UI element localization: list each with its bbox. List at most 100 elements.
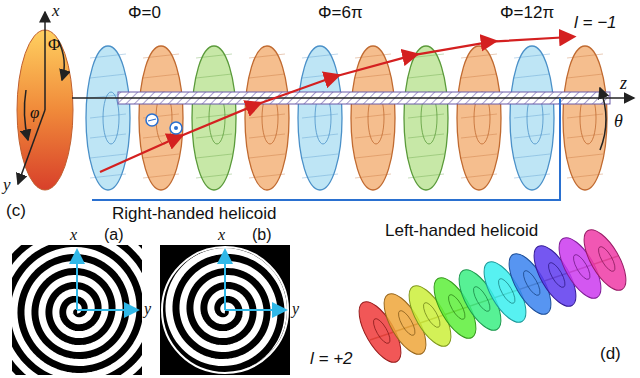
- graphic: [170, 122, 182, 134]
- helicoid-rule: [196, 154, 232, 158]
- helicoid-rule: [408, 74, 444, 78]
- helicoid-turn: [192, 46, 236, 190]
- helicoid-rule: [461, 134, 497, 138]
- helicoid-rule: [355, 134, 391, 138]
- blue-frame: [92, 98, 560, 200]
- axis-label: x: [52, 2, 60, 21]
- panel-title: Left-handed helicoid: [385, 222, 538, 241]
- helicoid-rule: [143, 134, 179, 138]
- helicoid-rule: [355, 114, 391, 118]
- helicoid-rule: [567, 74, 603, 78]
- helicoid-rule: [408, 134, 444, 138]
- helicoid-turn: [298, 46, 342, 190]
- z-axis: [72, 97, 634, 99]
- helicoid-rule: [143, 154, 179, 158]
- helicoid-rule: [90, 114, 126, 118]
- phase-label: Φ=6π: [318, 4, 363, 23]
- helicoid-rule: [196, 174, 232, 178]
- helicoid-rule: [514, 54, 550, 58]
- mode-label: l = +2: [310, 350, 353, 369]
- helicoid-rule: [143, 54, 179, 58]
- helicoid-rule: [514, 154, 550, 158]
- graphic: [146, 114, 158, 126]
- panel-label: (d): [600, 345, 621, 364]
- helicoid-rule: [461, 174, 497, 178]
- helicoid-rule: [249, 154, 285, 158]
- axis-label: y: [292, 300, 299, 318]
- helicoid-rule: [90, 154, 126, 158]
- axis-label: z: [620, 74, 627, 94]
- panel-label: (c): [6, 202, 26, 221]
- helicoid-rule: [302, 154, 338, 158]
- helicoid-turn: [139, 46, 183, 190]
- axis-arrow: [224, 250, 226, 310]
- helicoid-turn: [563, 46, 607, 190]
- helicoid-turn: [245, 46, 289, 190]
- helicoid-rule: [461, 114, 497, 118]
- helicoid-rule: [302, 114, 338, 118]
- angle-label: Φ: [48, 36, 60, 55]
- left-helicoid: [351, 224, 634, 369]
- phase-label: Φ=12π: [500, 4, 554, 23]
- axis-arrow: [225, 309, 286, 311]
- helicoid-rule: [567, 54, 603, 58]
- helicoid-rule: [408, 174, 444, 178]
- spiral-a: [12, 245, 142, 375]
- helicoid-rule: [302, 54, 338, 58]
- helicoid-rule: [249, 174, 285, 178]
- graphic: [24, 90, 28, 140]
- wave-vector: [100, 37, 570, 172]
- helicoid-rule: [567, 154, 603, 158]
- helicoid-rule: [461, 54, 497, 58]
- theta-arrow: [600, 88, 606, 150]
- helicoid-rule: [355, 74, 391, 78]
- helicoid-rule: [196, 134, 232, 138]
- helicoid-rule: [567, 114, 603, 118]
- helicoid-rule: [461, 74, 497, 78]
- mode-label: l = −1: [574, 14, 617, 33]
- panel-label: (a): [104, 226, 124, 244]
- helicoid-rule: [514, 114, 550, 118]
- helicoid-rule: [355, 154, 391, 158]
- helicoid-rule: [355, 54, 391, 58]
- axis-label: x: [218, 226, 225, 244]
- spiral-b-ground: [160, 245, 290, 375]
- axis-label: x: [70, 226, 77, 244]
- axis-arrow: [77, 309, 138, 311]
- angle-label: θ: [614, 112, 623, 132]
- helicoid-core: [595, 244, 618, 273]
- helicoid-rule: [408, 114, 444, 118]
- graphic: [174, 126, 178, 130]
- helicoid-rule: [90, 134, 126, 138]
- panel-title: Right-handed helicoid: [112, 205, 276, 224]
- helicoid-rule: [408, 154, 444, 158]
- helicoid-turn: [576, 224, 634, 297]
- helicoid-rule: [196, 74, 232, 78]
- spin-markers: [146, 114, 182, 134]
- helicoid-rule: [196, 54, 232, 58]
- axis-label: y: [3, 176, 11, 195]
- phase-label: Φ=0: [128, 4, 161, 23]
- helicoid-rule: [249, 134, 285, 138]
- helicoid-rule: [249, 74, 285, 78]
- axis-arrow: [76, 250, 78, 310]
- helicoid-turn: [510, 46, 554, 190]
- helicoid-rule: [249, 54, 285, 58]
- helicoid-rule: [143, 174, 179, 178]
- helicoid-rule: [514, 174, 550, 178]
- helicoid-rule: [567, 174, 603, 178]
- helicoid-rule: [302, 174, 338, 178]
- angle-label: φ: [30, 104, 39, 123]
- helicoid-rule: [514, 74, 550, 78]
- graphic: [148, 119, 156, 121]
- axis-label: y: [144, 300, 151, 318]
- helicoid-rule: [143, 74, 179, 78]
- panel-label: (b): [252, 226, 272, 244]
- helicoid-rule: [90, 54, 126, 58]
- helicoid-rule: [355, 174, 391, 178]
- helicoid-rule: [90, 174, 126, 178]
- graphic: [44, 12, 46, 110]
- helicoid-rule: [461, 154, 497, 158]
- right-helicoid: [86, 46, 607, 190]
